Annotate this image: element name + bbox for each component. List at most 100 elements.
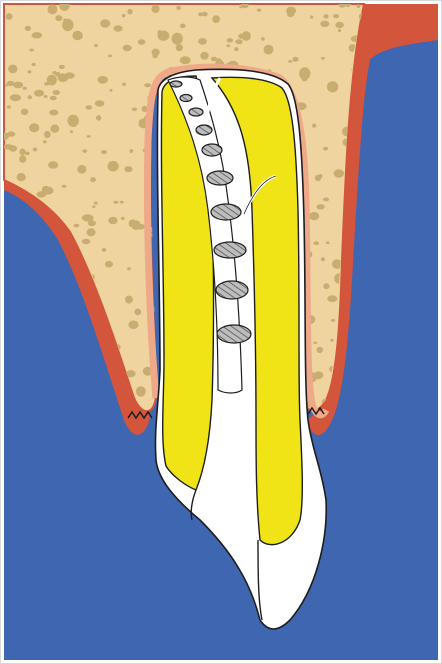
bone-pore — [86, 105, 92, 110]
bone-pore — [68, 115, 79, 127]
bone-pore — [25, 26, 31, 31]
bone-pore — [138, 39, 146, 45]
bone-pore — [100, 19, 110, 27]
bone-pore — [172, 33, 183, 45]
bone-pore — [357, 4, 361, 8]
bone-pore — [314, 371, 323, 379]
bone-pore — [321, 257, 325, 261]
bone-pore — [127, 267, 131, 270]
bone-pore — [180, 56, 191, 64]
bone-pore — [310, 15, 313, 18]
canal-disc — [211, 204, 241, 220]
bone-pore — [29, 123, 39, 132]
bone-pore — [48, 161, 58, 168]
bone-pore — [151, 5, 159, 13]
bone-pore — [108, 161, 119, 172]
bone-pore — [50, 96, 57, 101]
bone-pore — [19, 149, 25, 156]
bone-pore — [158, 30, 162, 34]
bone-pore — [125, 296, 133, 304]
bone-pore — [323, 197, 329, 201]
bone-pore — [72, 31, 82, 40]
bone-pore — [129, 149, 133, 153]
bone-pore — [226, 44, 230, 47]
bone-pore — [128, 320, 138, 329]
bone-pore — [120, 201, 124, 204]
bone-pore — [43, 140, 47, 143]
bone-pore — [131, 220, 140, 230]
bone-pore — [338, 29, 341, 32]
bone-pore — [74, 224, 80, 228]
bone-pore — [102, 248, 106, 252]
bone-pore — [326, 241, 330, 244]
bone-pore — [52, 71, 56, 74]
bone-pore — [7, 105, 11, 108]
bone-pore — [180, 24, 186, 29]
bone-pore — [122, 83, 126, 86]
bone-pore — [261, 37, 265, 41]
bone-pore — [212, 15, 220, 23]
bone-pore — [108, 217, 117, 225]
bone-pore — [317, 204, 325, 209]
bone-pore — [62, 19, 73, 31]
bone-pore — [132, 108, 137, 112]
bone-pore — [264, 45, 274, 55]
canal-disc — [180, 95, 192, 102]
bone-pore — [6, 13, 13, 20]
bone-pore — [234, 47, 238, 51]
bone-pore — [59, 65, 65, 69]
bone-pore — [334, 169, 344, 177]
bone-pore — [313, 241, 319, 245]
bone-pore — [34, 90, 44, 97]
bone-pore — [7, 81, 14, 86]
bone-pore — [82, 214, 94, 221]
bone-pore — [331, 319, 335, 322]
bone-pore — [77, 165, 86, 174]
bone-pore — [44, 131, 51, 138]
bone-pore — [200, 52, 208, 60]
bone-pore — [82, 149, 87, 153]
bone-pore — [23, 87, 27, 90]
bone-pore — [90, 177, 96, 182]
bone-pore — [94, 44, 98, 47]
bone-pore — [13, 82, 23, 89]
bone-pore — [288, 60, 292, 63]
canal-disc — [217, 325, 251, 343]
bone-pore — [309, 212, 319, 220]
bone-pore — [47, 75, 57, 86]
bone-pore — [94, 202, 98, 205]
bone-pore — [320, 21, 329, 27]
bone-pore — [28, 70, 32, 73]
bone-pore — [144, 83, 151, 87]
bone-pore — [176, 44, 183, 51]
bone-pore — [62, 185, 67, 188]
bone-pore — [124, 166, 132, 172]
bone-pore — [110, 89, 113, 92]
bone-pore — [327, 81, 338, 92]
bone-pore — [286, 7, 296, 15]
canal-disc — [214, 242, 246, 258]
canal-disc — [216, 281, 248, 299]
canal-disc — [189, 108, 203, 116]
bone-pore — [323, 14, 328, 18]
bone-pore — [105, 261, 113, 268]
bone-pore — [299, 67, 310, 79]
bone-pore — [202, 12, 208, 17]
bone-pore — [95, 100, 105, 106]
bone-pore — [333, 14, 339, 18]
bone-pore — [21, 109, 28, 115]
bone-pore — [257, 9, 261, 12]
bone-pore — [49, 110, 58, 116]
bone-pore — [10, 94, 21, 101]
bone-pore — [19, 155, 26, 163]
bone-pore — [58, 73, 69, 82]
bone-pore — [198, 38, 207, 45]
bone-pore — [317, 347, 323, 353]
bone-pore — [55, 15, 62, 21]
bone-pore — [50, 125, 59, 133]
bone-pore — [113, 201, 118, 204]
bone-pore — [87, 135, 91, 138]
canal-disc — [207, 171, 233, 185]
bone-pore — [44, 95, 48, 98]
bone-pore — [33, 147, 37, 151]
